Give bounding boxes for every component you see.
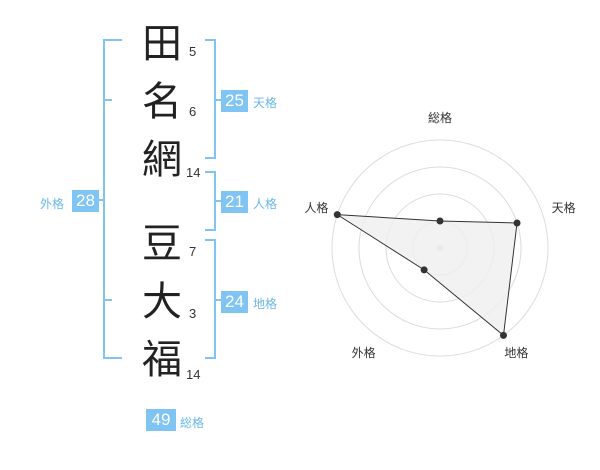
radar-ring-4 (331, 139, 549, 357)
radar-point-4 (333, 211, 341, 219)
radar-axis-label-0: 総格 (428, 110, 452, 125)
soukaku-label: 総格 (180, 416, 205, 430)
stroke-count-4: 7 (189, 244, 197, 259)
radar-axis-label-1: 天格 (552, 200, 576, 215)
gaikaku-value: 28 (72, 190, 99, 212)
name-char-5: 大 (142, 279, 182, 325)
name-char-1: 田 (142, 21, 182, 67)
jinkaku-label: 人格 (253, 197, 278, 211)
tenkaku-value: 25 (221, 90, 248, 112)
radar-point-1 (513, 219, 521, 227)
radar-point-3 (420, 266, 428, 274)
stroke-count-6: 14 (186, 367, 201, 382)
radar-polygon-group (333, 211, 521, 339)
radar-ring-3 (358, 166, 522, 330)
name-char-6: 福 (142, 337, 182, 383)
tenkaku-label: 天格 (253, 96, 278, 110)
radar-point-0 (436, 217, 444, 225)
stroke-count-5: 3 (189, 306, 197, 321)
radar-polygon (337, 214, 518, 337)
gaikaku-label: 外格 (40, 197, 65, 211)
name-char-2: 名 (142, 79, 182, 125)
chikaku-label: 地格 (253, 297, 278, 311)
stroke-count-1: 5 (189, 44, 197, 59)
radar-axis-label-3: 外格 (352, 345, 376, 360)
name-char-3: 網 (142, 137, 182, 183)
name-char-4: 豆 (142, 221, 182, 267)
stroke-count-3: 14 (186, 165, 201, 180)
radar-axis-label-2: 地格 (504, 345, 528, 360)
chikaku-value: 24 (221, 291, 248, 313)
radar-point-2 (499, 331, 507, 339)
radar-axis-label-4: 人格 (304, 200, 328, 215)
stroke-count-2: 6 (189, 104, 197, 119)
soukaku-value: 49 (146, 409, 176, 431)
jinkaku-value: 21 (221, 191, 248, 213)
